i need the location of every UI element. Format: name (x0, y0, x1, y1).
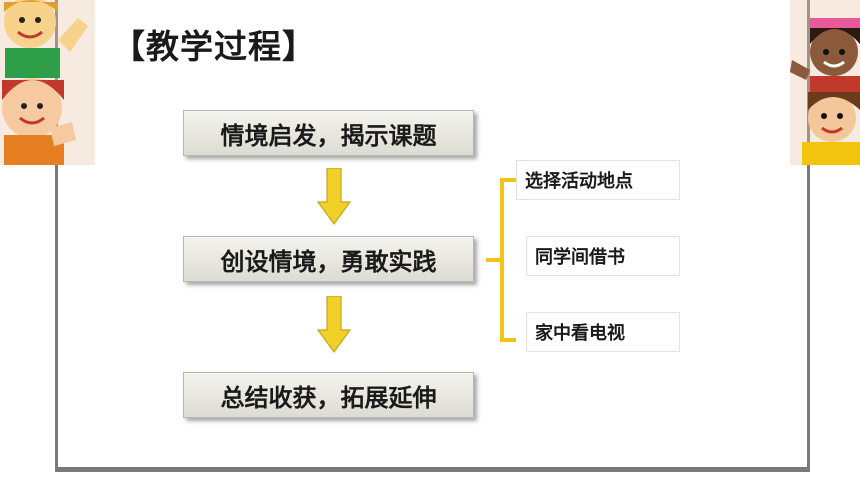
step-2-box: 创设情境，勇敢实践 (183, 236, 474, 282)
activity-item: 选择活动地点 (516, 160, 680, 200)
step-1-box: 情境启发，揭示课题 (183, 110, 474, 156)
step-3-box: 总结收获，拓展延伸 (183, 372, 474, 418)
cartoon-kids-left-icon (0, 0, 95, 165)
activity-item: 同学间借书 (526, 236, 680, 276)
bracket-connector (486, 178, 516, 342)
cartoon-kids-right-icon (790, 0, 860, 165)
content-panel (55, 0, 810, 472)
activity-item: 家中看电视 (526, 312, 680, 352)
page-title: 【教学过程】 (112, 27, 316, 66)
down-arrow-icon (317, 296, 351, 354)
down-arrow-icon (317, 168, 351, 226)
